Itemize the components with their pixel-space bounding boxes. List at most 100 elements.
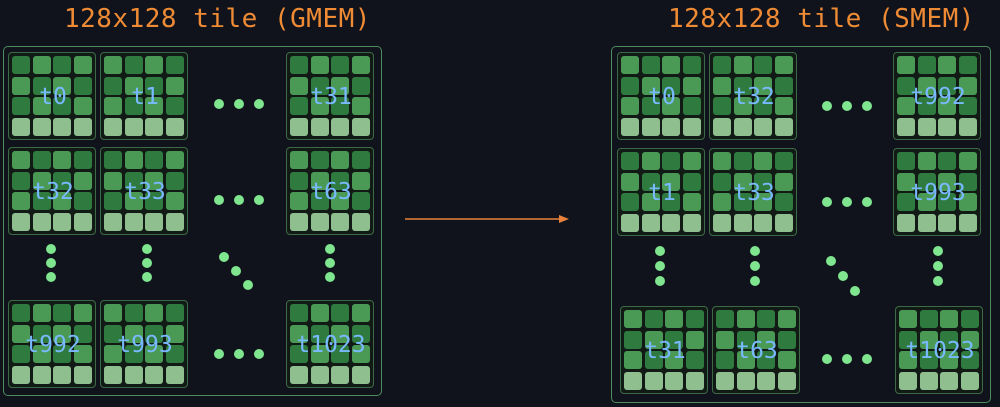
- tile-element-cell: [331, 192, 349, 210]
- tile-element-cell: [73, 365, 92, 384]
- tile-element-cell: [716, 351, 734, 369]
- tile-element-cell: [774, 117, 793, 136]
- tile-element-cell: [938, 172, 956, 191]
- tile-element-cell: [897, 193, 915, 211]
- tile-element-cell: [624, 310, 642, 328]
- ellipsis-dot: [243, 280, 253, 290]
- tile-element-cell: [53, 171, 71, 190]
- tile-element-cell: [145, 171, 163, 190]
- tile-element-cell: [938, 213, 956, 232]
- tile-element-cell: [32, 76, 51, 95]
- tile-element-cell: [621, 97, 639, 115]
- tile-element-cell: [940, 330, 958, 349]
- tile-element-cell: [621, 56, 639, 74]
- tile-element-cell: [73, 76, 92, 95]
- tile-element-cell: [897, 213, 915, 232]
- tile-element-cell: [733, 56, 752, 74]
- tile-element-cell: [641, 193, 660, 211]
- tile-element-cell: [641, 97, 660, 115]
- tile-element-cell: [938, 152, 956, 170]
- ellipsis-dot: [750, 261, 760, 271]
- ellipsis-dot: [219, 252, 229, 262]
- tile-element-cell: [310, 171, 329, 190]
- tile-element-cell: [917, 172, 936, 191]
- tile-element-cell: [713, 193, 731, 211]
- tile-element-cell: [777, 330, 796, 349]
- tile-element-cell: [32, 212, 51, 231]
- tile-element-cell: [733, 172, 752, 191]
- tile-element-cell: [917, 193, 936, 211]
- tile-element-cell: [733, 76, 752, 95]
- tile-element-cell: [124, 304, 143, 322]
- tile-element-cell: [621, 193, 639, 211]
- tile-element-cell: [757, 371, 775, 390]
- tile-element-cell: [351, 117, 370, 136]
- tile-element-cell: [104, 212, 122, 231]
- tile-element-cell: [958, 213, 977, 232]
- tile-element-cell: [53, 212, 71, 231]
- tile-element-cell: [641, 76, 660, 95]
- tile-element-cell: [12, 171, 30, 190]
- tile-element-cell: [73, 171, 92, 190]
- tile-element-cell: [774, 76, 793, 95]
- tile-element-cell: [73, 56, 92, 74]
- tile-element-cell: [32, 117, 51, 136]
- tile-element-cell: [665, 371, 683, 390]
- tile-element-cell: [104, 117, 122, 136]
- tile-element-cell: [960, 371, 979, 390]
- tile-element-cell: [774, 56, 793, 74]
- ellipsis-dot: [822, 197, 832, 207]
- tile-element-cell: [290, 171, 308, 190]
- tile-element-cell: [12, 151, 30, 169]
- gmem-thread-block: t31: [286, 52, 374, 140]
- tile-element-cell: [73, 304, 92, 322]
- tile-element-cell: [621, 117, 639, 136]
- tile-element-cell: [754, 97, 772, 115]
- tile-element-cell: [290, 324, 308, 343]
- tile-element-cell: [165, 192, 184, 210]
- tile-element-cell: [662, 56, 680, 74]
- tile-element-cell: [685, 351, 704, 369]
- tile-element-cell: [331, 365, 349, 384]
- tile-element-cell: [917, 117, 936, 136]
- tile-element-cell: [938, 193, 956, 211]
- smem-thread-block: t1023: [895, 306, 983, 394]
- tile-element-cell: [124, 171, 143, 190]
- tile-element-cell: [165, 76, 184, 95]
- tile-element-cell: [713, 56, 731, 74]
- tile-element-cell: [310, 324, 329, 343]
- tile-element-cell: [310, 345, 329, 363]
- tile-element-cell: [624, 351, 642, 369]
- tile-element-cell: [331, 171, 349, 190]
- tile-element-cell: [12, 56, 30, 74]
- tile-element-cell: [685, 371, 704, 390]
- tile-element-cell: [917, 56, 936, 74]
- tile-element-cell: [53, 192, 71, 210]
- tile-element-cell: [682, 213, 701, 232]
- tile-element-cell: [12, 76, 30, 95]
- tile-element-cell: [165, 151, 184, 169]
- tile-element-cell: [165, 304, 184, 322]
- ellipsis-dot: [655, 276, 665, 286]
- tile-element-cell: [754, 152, 772, 170]
- tile-element-cell: [713, 97, 731, 115]
- tile-element-cell: [53, 304, 71, 322]
- tile-element-cell: [919, 330, 938, 349]
- tile-element-cell: [736, 371, 755, 390]
- tile-element-cell: [682, 193, 701, 211]
- tile-element-cell: [104, 56, 122, 74]
- tile-element-cell: [754, 76, 772, 95]
- tile-element-cell: [682, 152, 701, 170]
- ellipsis-dot: [231, 266, 241, 276]
- ellipsis-dot: [214, 195, 224, 205]
- tile-element-cell: [641, 213, 660, 232]
- tile-element-cell: [917, 97, 936, 115]
- tile-element-cell: [351, 97, 370, 115]
- tile-element-cell: [899, 371, 917, 390]
- ellipsis-dot: [325, 258, 335, 268]
- tile-element-cell: [290, 192, 308, 210]
- tile-element-cell: [919, 351, 938, 369]
- tile-element-cell: [53, 76, 71, 95]
- tile-element-cell: [290, 97, 308, 115]
